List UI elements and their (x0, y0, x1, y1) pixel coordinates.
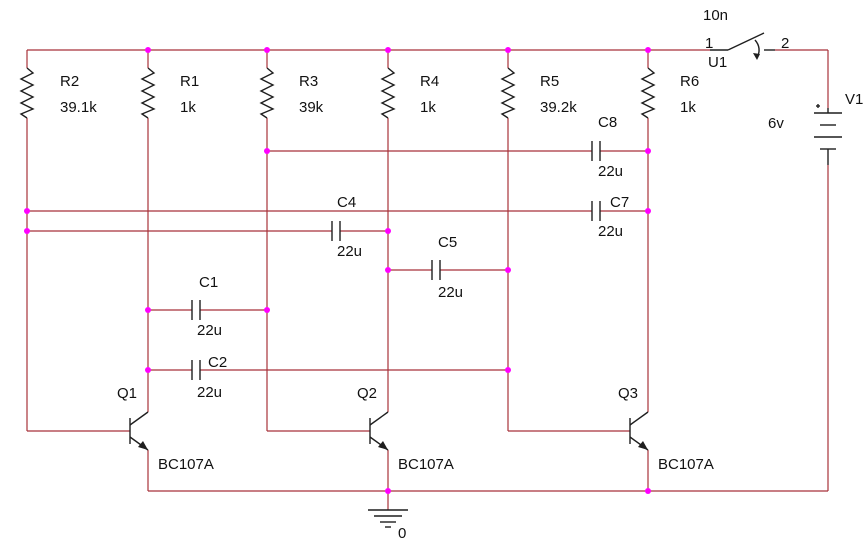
resistor-r1 (140, 67, 156, 119)
transistor-q3 (629, 411, 649, 451)
r3-ref: R3 (299, 73, 318, 90)
capacitor-c7 (591, 201, 601, 221)
r1-ref: R1 (180, 73, 199, 90)
resistor-r6 (640, 67, 656, 119)
c2-value: 22u (197, 384, 222, 401)
capacitor-c1 (191, 300, 201, 320)
wires (26, 49, 829, 510)
c1-value: 22u (197, 322, 222, 339)
c7-ref: C7 (610, 194, 629, 211)
c4-ref: C4 (337, 194, 356, 211)
capacitor-c8 (591, 141, 601, 161)
q2-model: BC107A (398, 456, 454, 473)
c1-ref: C1 (199, 274, 218, 291)
switch-pin2: 2 (781, 35, 789, 52)
capacitor-c2 (191, 360, 201, 380)
switch-u1 (710, 32, 775, 60)
capacitor-c4 (331, 221, 341, 241)
r1-value: 1k (180, 99, 196, 116)
transistor-q1 (129, 411, 149, 451)
switch-time: 10n (703, 7, 728, 24)
switch-pin1: 1 (705, 35, 713, 52)
c8-value: 22u (598, 163, 623, 180)
transistor-q2 (369, 411, 389, 451)
r5-ref: R5 (540, 73, 559, 90)
resistor-r5 (500, 67, 516, 119)
q3-ref: Q3 (618, 385, 638, 402)
c5-value: 22u (438, 284, 463, 301)
ground-label: 0 (398, 525, 406, 540)
r6-value: 1k (680, 99, 696, 116)
battery-v1 (814, 104, 842, 165)
source-ref: V1 (845, 91, 863, 108)
c2-ref: C2 (208, 354, 227, 371)
r4-value: 1k (420, 99, 436, 116)
r2-value: 39.1k (60, 99, 97, 116)
r3-value: 39k (299, 99, 324, 116)
c5-ref: C5 (438, 234, 457, 251)
q1-model: BC107A (158, 456, 214, 473)
ground-symbol (368, 509, 408, 528)
c4-value: 22u (337, 243, 362, 260)
c8-ref: C8 (598, 114, 617, 131)
r2-ref: R2 (60, 73, 79, 90)
resistor-r3 (259, 67, 275, 119)
r4-ref: R4 (420, 73, 439, 90)
junction-dots (24, 47, 651, 494)
q3-model: BC107A (658, 456, 714, 473)
c7-value: 22u (598, 223, 623, 240)
q1-ref: Q1 (117, 385, 137, 402)
capacitor-c5 (431, 260, 441, 280)
r6-ref: R6 (680, 73, 699, 90)
r5-value: 39.2k (540, 99, 577, 116)
resistor-r4 (380, 67, 396, 119)
switch-ref: U1 (708, 54, 727, 71)
q2-ref: Q2 (357, 385, 377, 402)
resistor-r2 (19, 67, 35, 119)
source-value: 6v (768, 115, 784, 132)
